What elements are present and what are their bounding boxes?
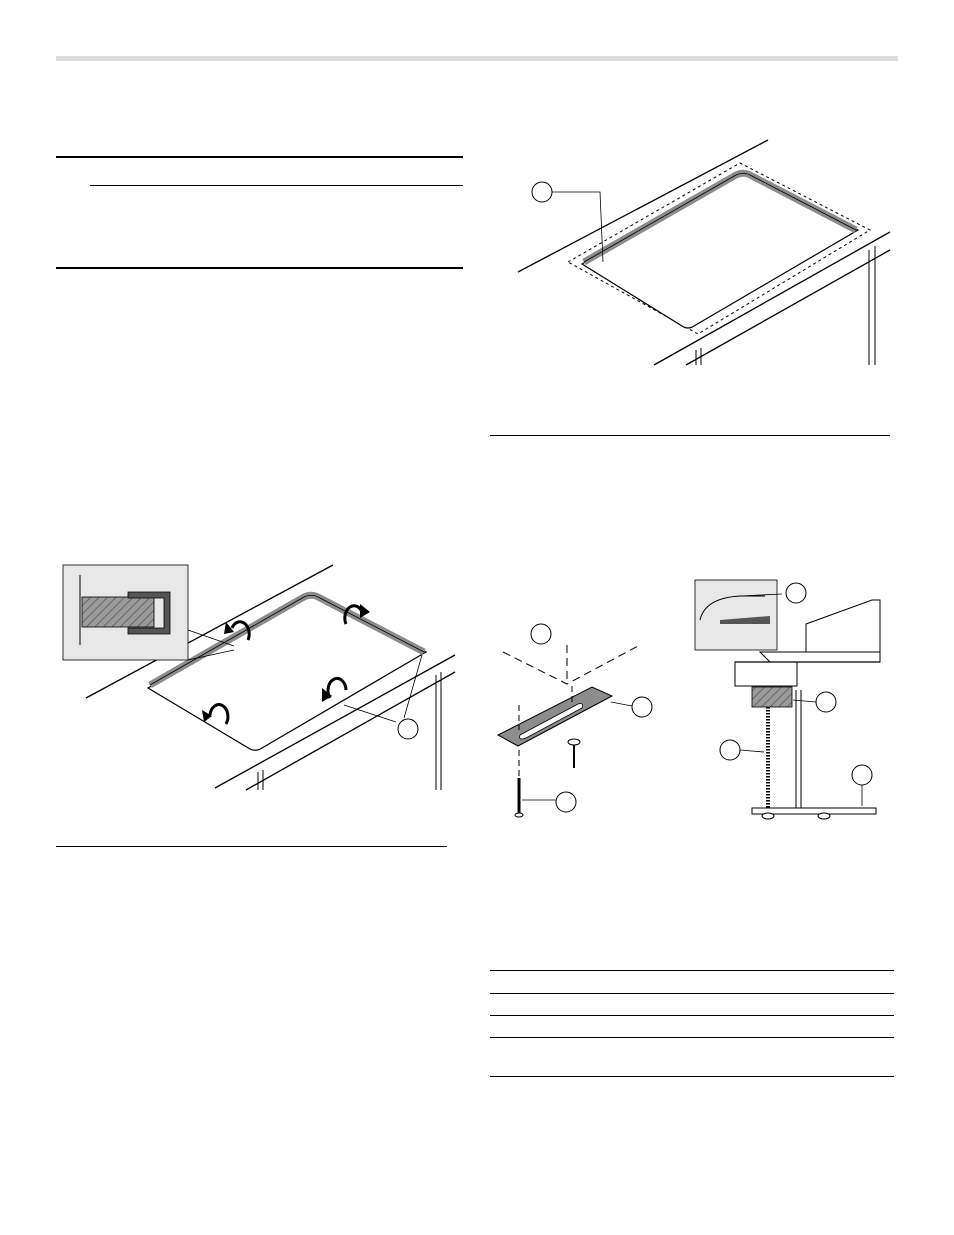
rotate-arrow-icon (230, 620, 251, 641)
callout-circle (815, 691, 837, 713)
callout-circle (851, 764, 873, 786)
callout-circle (530, 623, 552, 645)
header-rule (56, 56, 898, 61)
section-rule-top (56, 156, 463, 158)
table-rule (490, 970, 894, 971)
table-rule (490, 1015, 894, 1016)
callout-circle (631, 696, 653, 718)
callout-circle (531, 181, 553, 203)
rotate-arrow-icon (343, 604, 364, 625)
rotate-arrow-icon (208, 703, 230, 725)
callout-circle (719, 739, 741, 761)
callout-circle (397, 718, 419, 740)
table-rule (490, 1076, 894, 1077)
table-rule (490, 1037, 894, 1038)
callout-circle (555, 791, 577, 813)
spec-table (490, 970, 894, 1078)
figure-rule-right (490, 435, 890, 436)
rotate-arrow-icon (326, 677, 348, 699)
callout-circle (785, 582, 807, 604)
section-rule-inner (90, 185, 463, 186)
table-rule (490, 993, 894, 994)
figure-rule-left (56, 846, 447, 847)
section-rule-bottom (56, 267, 463, 269)
